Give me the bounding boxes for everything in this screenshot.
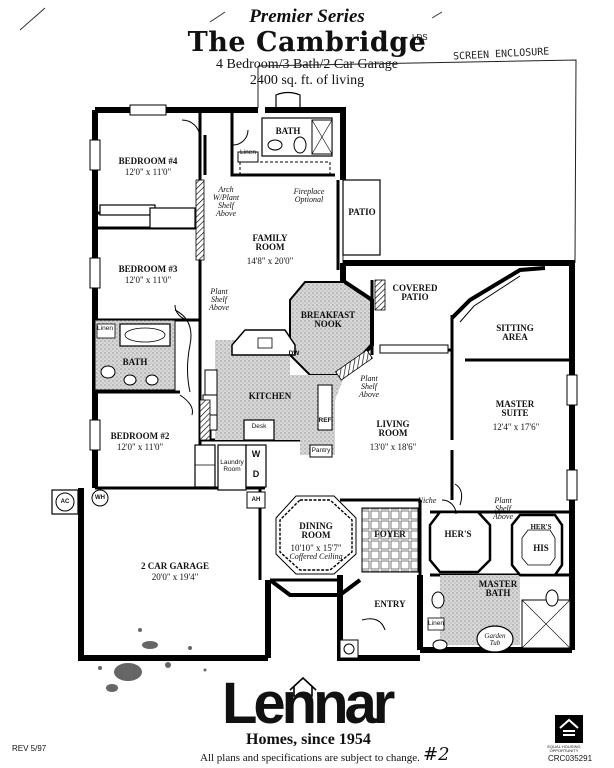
dishwasher-label: DW [288, 350, 300, 357]
hatch-wall-4 [374, 279, 386, 311]
patio-box [342, 179, 381, 256]
dryer-label: D [252, 469, 260, 479]
mid-bath-label: BATH [122, 357, 148, 367]
plant-shelf-living: Plant Shelf Above [359, 374, 379, 399]
model-title: The Cambridge [187, 27, 427, 58]
desk-label: Desk [251, 423, 267, 430]
laundry-label: Laundry Room [220, 459, 244, 473]
pantry-label: Pantry [311, 447, 331, 454]
garden-tub-label: Garden Tub [484, 632, 506, 647]
disclaimer-text: All plans and specifications are subject… [200, 752, 420, 764]
linen-master-bath: Linen [428, 620, 444, 627]
master-suite-label: MASTER SUITE [495, 399, 535, 419]
config-subtitle: 4 Bedroom/3 Bath/2 Car Garage [216, 57, 398, 72]
hers-closet-label: HER'S [444, 529, 472, 539]
washer-label: W [251, 449, 261, 459]
garage-label: 2 CAR GARAGE [140, 561, 209, 571]
laundry-box [217, 444, 247, 491]
linen-mid: Linen [97, 325, 113, 332]
hatch-wall-1 [195, 179, 205, 261]
master-suite-size: 12'4" x 17'6" [492, 422, 540, 432]
foyer-floor [361, 507, 419, 573]
bedroom4-label: BEDROOM #4 [118, 156, 178, 166]
hers-small-label: HER'S [530, 523, 552, 531]
hatch-wall-3 [335, 349, 373, 381]
hatch-wall-2 [199, 399, 211, 441]
lennar-logo: Lennar [222, 671, 395, 736]
top-bath-label: BATH [275, 126, 301, 136]
handwritten-number: #2 [423, 744, 450, 765]
living-room-size: 13'0" x 18'6" [369, 442, 417, 452]
ac-label: AC [60, 499, 70, 505]
equal-housing-text: EQUAL HOUSING OPPORTUNITY [547, 744, 581, 753]
dining-room-label: DINING ROOM [299, 521, 333, 541]
equal-housing-icon [555, 715, 583, 743]
patio-label: PATIO [348, 207, 376, 217]
niche-note: Niche [417, 496, 437, 505]
dining-octagon [279, 499, 353, 571]
door-swings [174, 119, 463, 631]
water-heater-label: WH [95, 495, 105, 501]
family-room-label: FAMILY ROOM [252, 233, 288, 253]
bedroom2-label: BEDROOM #2 [110, 431, 170, 441]
plant-shelf-left: Plant Shelf Above [209, 287, 229, 312]
master-bath-label: MASTER BATH [478, 579, 518, 599]
living-room-label: LIVING ROOM [376, 419, 410, 439]
entry-label: ENTRY [374, 599, 406, 609]
kitchen-label: KITCHEN [248, 391, 292, 401]
garage-size: 20'0" x 19'4" [151, 572, 199, 582]
sitting-area-label: SITTING AREA [496, 323, 534, 343]
his-closet-label: HIS [533, 543, 549, 553]
family-room-size: 14'8" x 20'0" [246, 256, 294, 266]
linen-top: Linen [240, 149, 256, 156]
sitting-bay-window [450, 266, 546, 320]
bedroom2-size: 12'0" x 11'0" [116, 442, 164, 452]
bedroom4-size: 12'0" x 11'0" [124, 167, 172, 177]
lds-mark: LDS [412, 33, 428, 42]
windows [89, 104, 578, 501]
series-title: Premier Series [249, 6, 365, 27]
garden-tub [476, 625, 514, 653]
dining-room-size: 10'10" x 15'7" [290, 543, 342, 553]
bedroom3-size: 12'0" x 11'0" [124, 275, 172, 285]
revision-label: REV 5/97 [12, 744, 47, 753]
crc-code: CRC035291 [548, 754, 593, 763]
coffered-ceiling-note: Coffered Ceiling [289, 552, 343, 561]
ref-label: REF [318, 417, 332, 424]
area-subtitle: 2400 sq. ft. of living [249, 73, 365, 88]
exterior-walls [78, 107, 575, 661]
lennar-house-icon [289, 676, 317, 697]
foyer-label: FOYER [374, 529, 406, 539]
hers-closet [428, 510, 492, 574]
breakfast-nook-label: BREAKFAST NOOK [300, 310, 356, 330]
fireplace-note: Fireplace Optional [293, 187, 325, 204]
fireplace [239, 161, 331, 177]
air-handler-label: AH [251, 497, 261, 503]
bedroom3-label: BEDROOM #3 [118, 264, 178, 274]
plant-shelf-master: Plant Shelf Above [493, 496, 513, 521]
covered-patio-label: COVERED PATIO [392, 283, 438, 303]
arch-note: Arch W/Plant Shelf Above [212, 185, 240, 218]
lennar-tagline: Homes, since 1954 [246, 731, 371, 748]
garage-stains [98, 628, 207, 692]
